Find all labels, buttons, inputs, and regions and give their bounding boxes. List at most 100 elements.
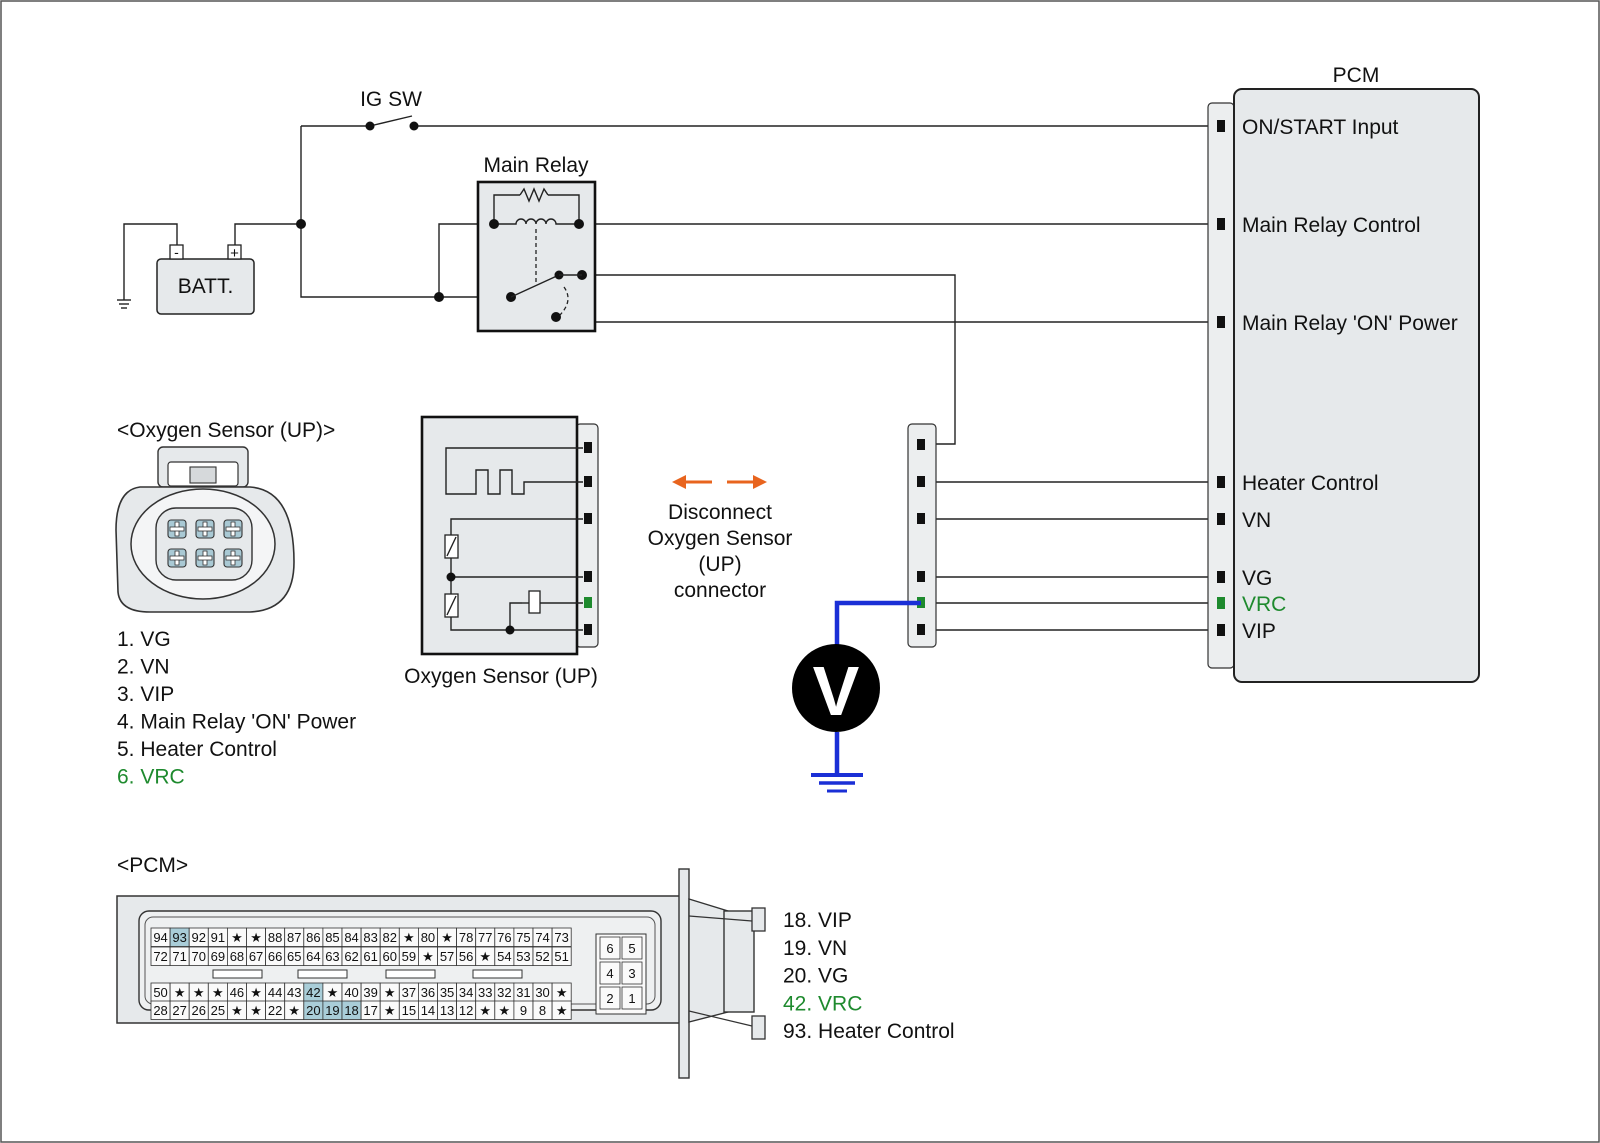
svg-text:★: ★ (422, 949, 434, 964)
oxygen-connector-title: <Oxygen Sensor (UP)> (117, 419, 335, 442)
pcm-pin-37: 37 (398, 982, 419, 1002)
voltmeter-symbol: V (813, 652, 860, 730)
pcm-pin-88: 88 (265, 927, 286, 947)
pcm-pin-46: 46 (226, 982, 247, 1002)
pcm-pin-84: 84 (341, 927, 362, 947)
svg-text:80: 80 (421, 930, 435, 945)
svg-text:64: 64 (306, 949, 320, 964)
pcm-pin-92: 92 (188, 927, 209, 947)
pcm-pin-59: 59 (398, 946, 419, 966)
svg-text:63: 63 (325, 949, 339, 964)
svg-text:22: 22 (268, 1003, 282, 1018)
svg-text:★: ★ (288, 1003, 300, 1018)
pcm-pin-vip (1217, 624, 1225, 636)
pcm-pin-unused: ★ (284, 1000, 305, 1020)
pcm-pin-86: 86 (303, 927, 324, 947)
main-relay: Main Relay (476, 154, 597, 333)
pcm-pin-unused: ★ (398, 927, 419, 947)
svg-text:52: 52 (535, 949, 549, 964)
pcm-pin-on-start-input (1217, 120, 1225, 132)
pcm-pin-53: 53 (513, 946, 534, 966)
svg-text:3: 3 (628, 966, 635, 981)
oxygen-pin-item: 6. VRC (117, 766, 185, 789)
svg-text:★: ★ (479, 1003, 491, 1018)
pcm-pin-93: 93 (169, 927, 190, 947)
pcm-pin-19: 19 (322, 1000, 343, 1020)
battery-plus-label: + (230, 245, 239, 262)
pcm-module: PCM (1207, 64, 1480, 683)
svg-text:28: 28 (153, 1003, 167, 1018)
pcm-pin-unused: ★ (246, 1000, 267, 1020)
svg-text:5: 5 (628, 941, 635, 956)
svg-text:69: 69 (211, 949, 225, 964)
pcm-pin-vn (1217, 513, 1225, 525)
pcm-pin-13: 13 (437, 1000, 458, 1020)
pcm-pin-36: 36 (417, 982, 438, 1002)
svg-text:1: 1 (628, 991, 635, 1006)
svg-text:93: 93 (172, 930, 186, 945)
svg-text:★: ★ (327, 985, 339, 1000)
pcm-small-pin-6: 6 (599, 936, 621, 960)
pcm-connector-title: <PCM> (117, 854, 188, 877)
svg-text:40: 40 (344, 985, 358, 1000)
svg-text:12: 12 (459, 1003, 473, 1018)
pcm-pin-unused: ★ (437, 927, 458, 947)
svg-text:91: 91 (211, 930, 225, 945)
pcm-terminal-label-vip: VIP (1242, 620, 1276, 643)
pcm-pin-main-relay-on-power (1217, 316, 1225, 328)
pcm-pin-44: 44 (265, 982, 286, 1002)
svg-text:★: ★ (231, 930, 243, 945)
pcm-pin-28: 28 (150, 1000, 171, 1020)
svg-text:53: 53 (516, 949, 530, 964)
pcm-pin-unused: ★ (475, 946, 496, 966)
svg-text:44: 44 (268, 985, 282, 1000)
pcm-pin-18: 18 (341, 1000, 362, 1020)
pcm-pin-39: 39 (360, 982, 381, 1002)
pcm-pin-item: 20. VG (783, 965, 848, 988)
pcm-pin-15: 15 (398, 1000, 419, 1020)
svg-text:15: 15 (402, 1003, 416, 1018)
pcm-pin-73: 73 (551, 927, 572, 947)
pcm-pin-32: 32 (494, 982, 515, 1002)
svg-text:33: 33 (478, 985, 492, 1000)
svg-text:50: 50 (153, 985, 167, 1000)
svg-text:70: 70 (192, 949, 206, 964)
pcm-pin-unused: ★ (379, 982, 400, 1002)
pcm-pin-12: 12 (456, 1000, 477, 1020)
pcm-small-pin-2: 2 (599, 986, 621, 1010)
svg-text:71: 71 (172, 949, 186, 964)
pcm-pin-26: 26 (188, 1000, 209, 1020)
svg-text:75: 75 (516, 930, 530, 945)
svg-text:★: ★ (384, 985, 396, 1000)
pcm-pin-vg (1217, 571, 1225, 583)
pcm-pin-25: 25 (207, 1000, 228, 1020)
svg-text:60: 60 (383, 949, 397, 964)
pcm-pin-unused: ★ (322, 982, 343, 1002)
svg-text:★: ★ (556, 1003, 568, 1018)
pcm-pin-heater-control (1217, 476, 1225, 488)
pcm-pin-43: 43 (284, 982, 305, 1002)
pcm-pin-30: 30 (532, 982, 553, 1002)
pcm-pin-item: 93. Heater Control (783, 1020, 955, 1043)
pcm-pin-17: 17 (360, 1000, 381, 1020)
pcm-pin-74: 74 (532, 927, 553, 947)
pcm-pin-item: 19. VN (783, 937, 847, 960)
pcm-pin-60: 60 (379, 946, 400, 966)
pcm-pin-unused: ★ (475, 1000, 496, 1020)
pcm-pin-unused: ★ (494, 1000, 515, 1020)
pcm-pin-62: 62 (341, 946, 362, 966)
pcm-pin-unused: ★ (207, 982, 228, 1002)
pcm-pin-54: 54 (494, 946, 515, 966)
oxygen-pin-item: 2. VN (117, 656, 170, 679)
oxygen-sensor-schematic: Oxygen Sensor (UP) (404, 415, 599, 688)
svg-text:2: 2 (606, 991, 613, 1006)
pcm-terminal-label-vn: VN (1242, 509, 1271, 532)
pcm-pin-22: 22 (265, 1000, 286, 1020)
svg-text:51: 51 (554, 949, 568, 964)
svg-text:18: 18 (344, 1003, 358, 1018)
oxygen-connector-pins (167, 519, 243, 568)
